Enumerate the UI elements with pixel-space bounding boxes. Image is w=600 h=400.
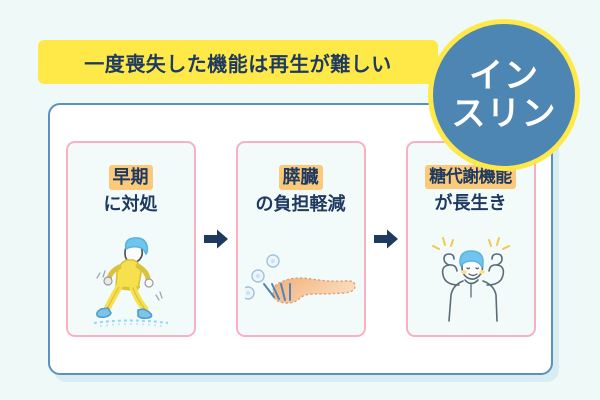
panel-row: 早期 に対処 bbox=[48, 103, 553, 375]
insulin-badge: イン スリン bbox=[428, 19, 580, 171]
pancreas-illustration bbox=[238, 231, 364, 327]
arrow-right-icon bbox=[196, 228, 236, 250]
panel-highlight-label: 膵臓 bbox=[278, 165, 323, 191]
header-banner: 一度喪失した機能は再生が難しい bbox=[38, 40, 438, 84]
flexing-person-illustration bbox=[408, 231, 534, 327]
panel-glucose-metabolism: 糖代謝機能 が長生き bbox=[405, 141, 536, 337]
arrow-right-icon bbox=[366, 228, 406, 250]
panel-subtitle-label: の負担軽減 bbox=[255, 194, 346, 215]
panel-highlight-label: 早期 bbox=[108, 165, 153, 191]
badge-line-1: イン bbox=[469, 56, 539, 95]
panel-early-response: 早期 に対処 bbox=[65, 141, 196, 337]
panel-pancreas-burden: 膵臓 の負担軽減 bbox=[235, 141, 366, 337]
panel-subtitle-label: が長生き bbox=[434, 192, 507, 213]
walking-person-illustration bbox=[68, 231, 194, 327]
banner-text: 一度喪失した機能は再生が難しい bbox=[84, 53, 392, 76]
panel-highlight-label: 糖代謝機能 bbox=[425, 165, 516, 189]
badge-line-2: スリン bbox=[451, 95, 557, 133]
panel-subtitle-label: に対処 bbox=[103, 194, 158, 215]
